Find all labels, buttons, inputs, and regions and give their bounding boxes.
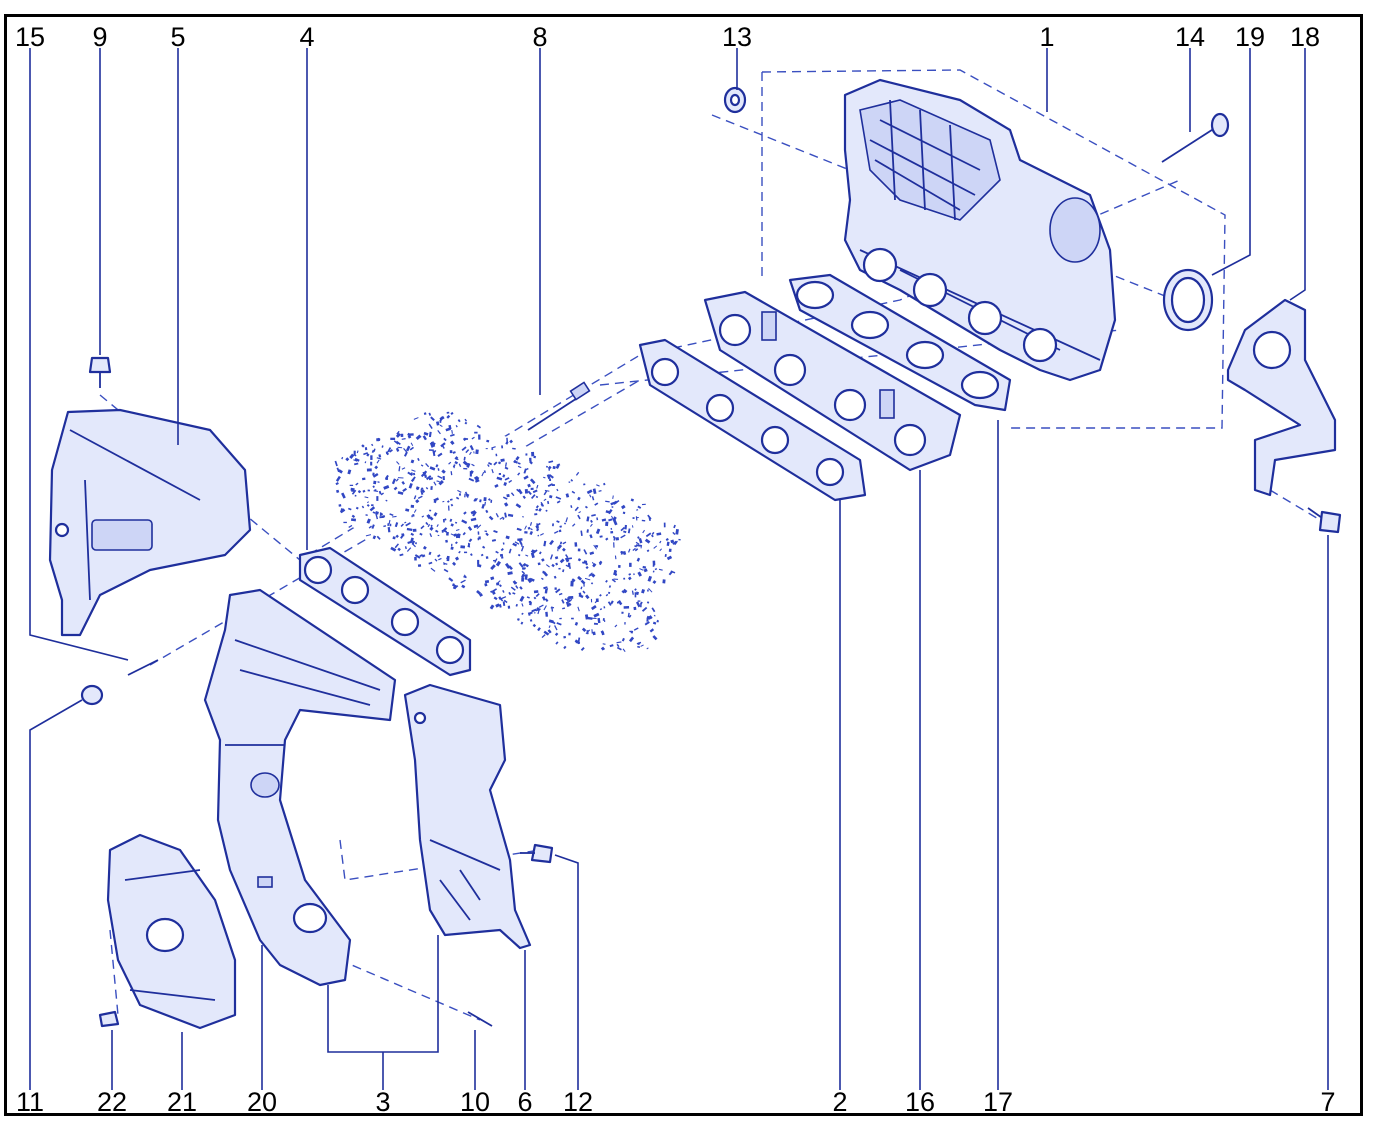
bolt-22 bbox=[98, 1010, 120, 1028]
manifold-spacer bbox=[703, 290, 962, 472]
stud-10 bbox=[467, 1011, 493, 1027]
lower-heat-shield bbox=[403, 683, 532, 950]
callout-top-4: 4 bbox=[299, 22, 315, 52]
callout-bottom-6: 6 bbox=[517, 1087, 533, 1117]
callout-bottom-20: 20 bbox=[246, 1087, 278, 1117]
leader-lines bbox=[29, 48, 1329, 1090]
nut-13 bbox=[723, 86, 747, 114]
callout-bottom-2: 2 bbox=[832, 1087, 848, 1117]
bolt-7 bbox=[1307, 507, 1342, 534]
callout-bottom-16: 16 bbox=[904, 1087, 936, 1117]
bracket-18 bbox=[1226, 298, 1337, 497]
callout-top-13: 13 bbox=[721, 22, 753, 52]
callout-top-18: 18 bbox=[1289, 22, 1321, 52]
callout-bottom-3: 3 bbox=[375, 1087, 391, 1117]
callout-bottom-7: 7 bbox=[1320, 1087, 1336, 1117]
callout-top-15: 15 bbox=[14, 22, 46, 52]
catalyst-shield bbox=[106, 833, 237, 1030]
callout-top-8: 8 bbox=[532, 22, 548, 52]
exhaust-side-gasket bbox=[638, 338, 867, 502]
callout-bottom-12: 12 bbox=[562, 1087, 594, 1117]
clamp-19 bbox=[1162, 268, 1214, 332]
exhaust-gasket bbox=[298, 546, 472, 677]
intake-gasket bbox=[788, 273, 1012, 412]
callout-top-5: 5 bbox=[170, 22, 186, 52]
callout-bottom-11: 11 bbox=[15, 1087, 45, 1117]
callout-top-19: 19 bbox=[1234, 22, 1266, 52]
cylinder-head bbox=[334, 405, 681, 653]
callout-top-9: 9 bbox=[92, 22, 108, 52]
intake-manifold bbox=[843, 78, 1117, 382]
callout-bottom-22: 22 bbox=[96, 1087, 128, 1117]
exhaust-manifold-catalyst bbox=[203, 588, 397, 987]
bolt-9 bbox=[88, 356, 112, 388]
stud-8 bbox=[527, 381, 591, 431]
stud-15 bbox=[127, 659, 159, 676]
callout-bottom-10: 10 bbox=[459, 1087, 491, 1117]
callout-bottom-21: 21 bbox=[166, 1087, 198, 1117]
callout-top-14: 14 bbox=[1174, 22, 1206, 52]
callout-bottom-17: 17 bbox=[982, 1087, 1014, 1117]
bolt-14 bbox=[1161, 112, 1230, 163]
diagram-frame bbox=[4, 14, 1363, 1116]
bolt-12 bbox=[520, 843, 554, 864]
upper-heat-shield bbox=[48, 408, 252, 637]
nut-11 bbox=[80, 684, 104, 706]
callout-top-1: 1 bbox=[1039, 22, 1055, 52]
